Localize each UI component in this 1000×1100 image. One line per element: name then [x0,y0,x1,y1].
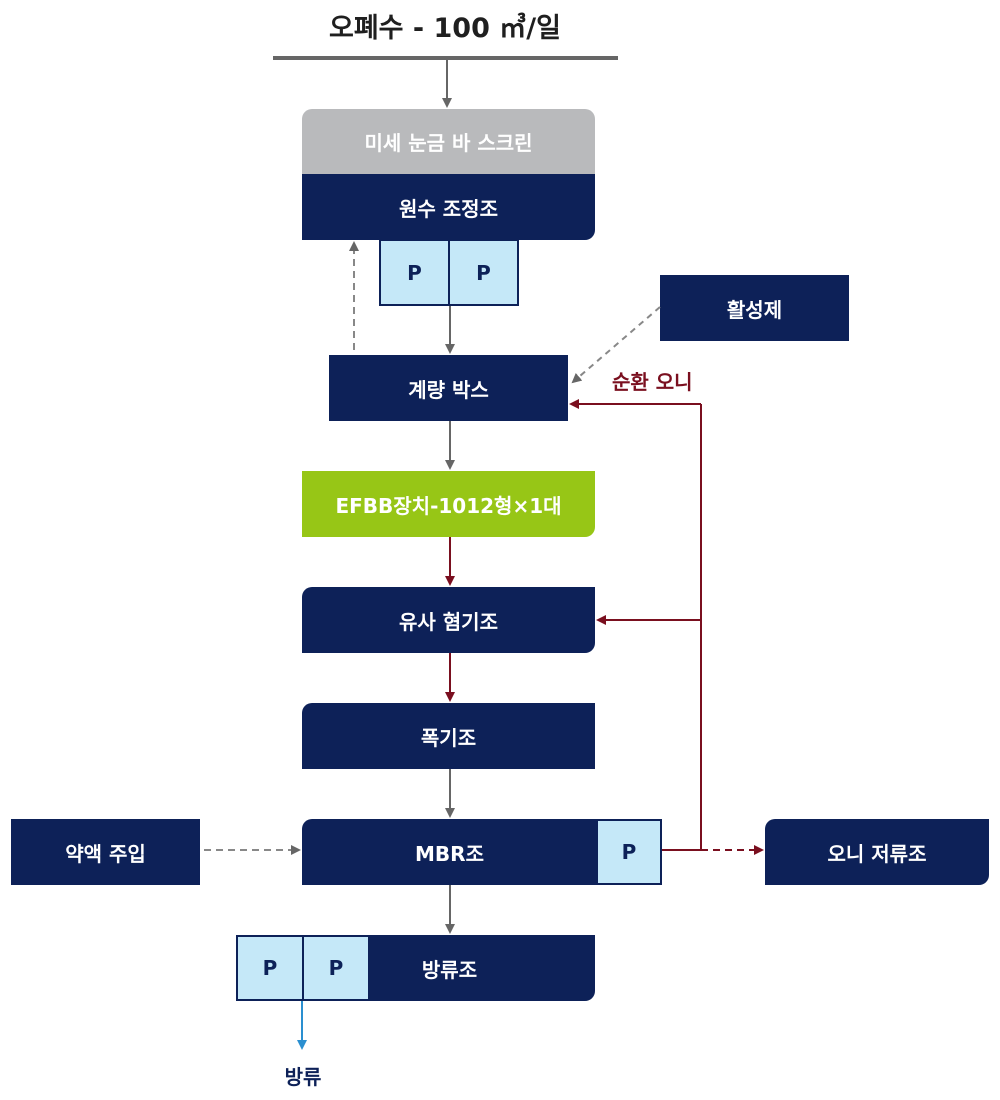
activator-box: 활성제 [660,275,849,341]
chemical-injection: 약액 주입 [11,819,200,885]
equalization-tank: 원수 조정조 [302,174,595,240]
return-sludge-label: 순환 오니 [612,370,693,394]
aeration-tank: 폭기조 [302,703,595,769]
page-title: 오폐수 - 100 ㎥/일 [329,13,561,44]
metering-box: 계량 박스 [329,355,568,421]
discharge-tank-label: 방류조 [421,957,478,982]
pump-mbr: P [596,819,662,885]
pump-equalization-2: P [448,239,519,306]
arrow-activator [571,306,661,384]
anaerobic-tank: 유사 혐기조 [302,587,595,653]
mbr-tank-label: MBR조 [415,841,484,866]
sludge-storage-tank: 오니 저류조 [765,819,989,885]
efbb-device: EFBB장치-1012형×1대 [302,471,595,537]
pump-discharge-2: P [302,935,370,1001]
pump-equalization-1: P [379,239,450,306]
discharge-label: 방류 [284,1065,322,1089]
fine-bar-screen: 미세 눈금 바 스크린 [302,109,595,174]
